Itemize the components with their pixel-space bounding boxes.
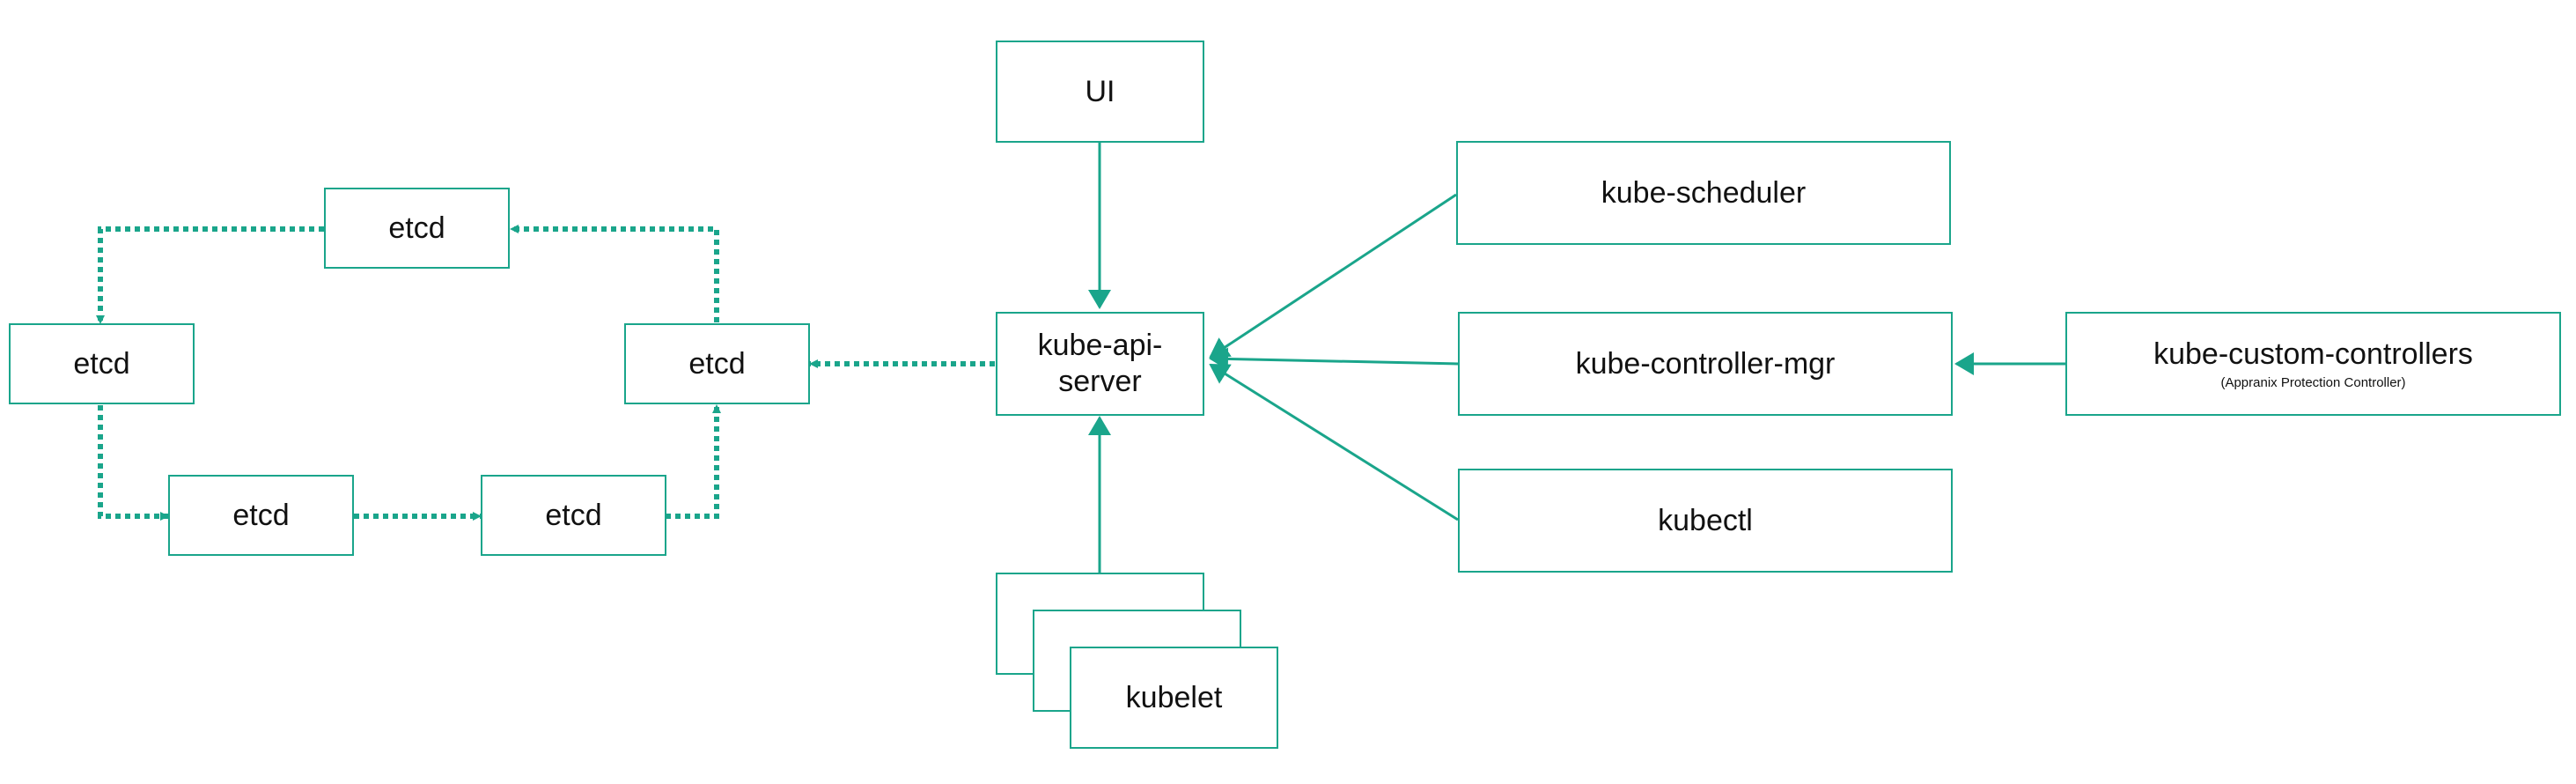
node-etcd-right: etcd [624, 323, 810, 404]
edge-etcd-bottom-right-to-right [666, 404, 721, 519]
node-etcd-top: etcd [324, 188, 510, 269]
node-kube-api-server: kube-api- server [996, 312, 1204, 416]
node-etcd-left: etcd [9, 323, 195, 404]
node-scheduler-label: kube-scheduler [1601, 175, 1807, 210]
edge-etcd-top-to-left [96, 226, 324, 324]
edge-controller-mgr-to-api [1209, 347, 1459, 371]
node-kubelet-label: kubelet [1125, 680, 1223, 714]
node-etcd-top-label: etcd [388, 211, 445, 245]
node-etcd-bottom-right-label: etcd [545, 498, 602, 532]
node-kubectl-label: kubectl [1658, 503, 1753, 537]
node-kube-custom-controllers: kube-custom-controllers (Appranix Protec… [2065, 312, 2561, 416]
edge-kubectl-to-api [1209, 363, 1459, 521]
node-kubectl: kubectl [1458, 469, 1953, 573]
node-custom-controllers-label: kube-custom-controllers [2153, 337, 2473, 371]
node-kube-scheduler: kube-scheduler [1456, 141, 1951, 245]
node-etcd-bottom-left: etcd [168, 475, 354, 556]
edge-etcd-left-to-bottom-left [98, 405, 169, 521]
node-api-label-line1: kube-api- [1037, 329, 1163, 363]
edge-etcd-right-to-top [510, 225, 719, 322]
node-controller-mgr-label: kube-controller-mgr [1575, 346, 1836, 381]
node-api-label-line2: server [1058, 365, 1142, 398]
node-ui: UI [996, 41, 1204, 143]
node-etcd-right-label: etcd [688, 346, 746, 381]
node-etcd-bottom-right: etcd [481, 475, 666, 556]
node-kube-controller-mgr: kube-controller-mgr [1458, 312, 1953, 416]
node-etcd-bottom-left-label: etcd [232, 498, 290, 532]
node-etcd-left-label: etcd [73, 346, 130, 381]
node-kubelet-front: kubelet [1070, 647, 1278, 749]
node-ui-label: UI [1085, 74, 1115, 108]
node-custom-controllers-sublabel: (Appranix Protection Controller) [2220, 375, 2406, 391]
edge-scheduler-to-api [1209, 193, 1457, 359]
